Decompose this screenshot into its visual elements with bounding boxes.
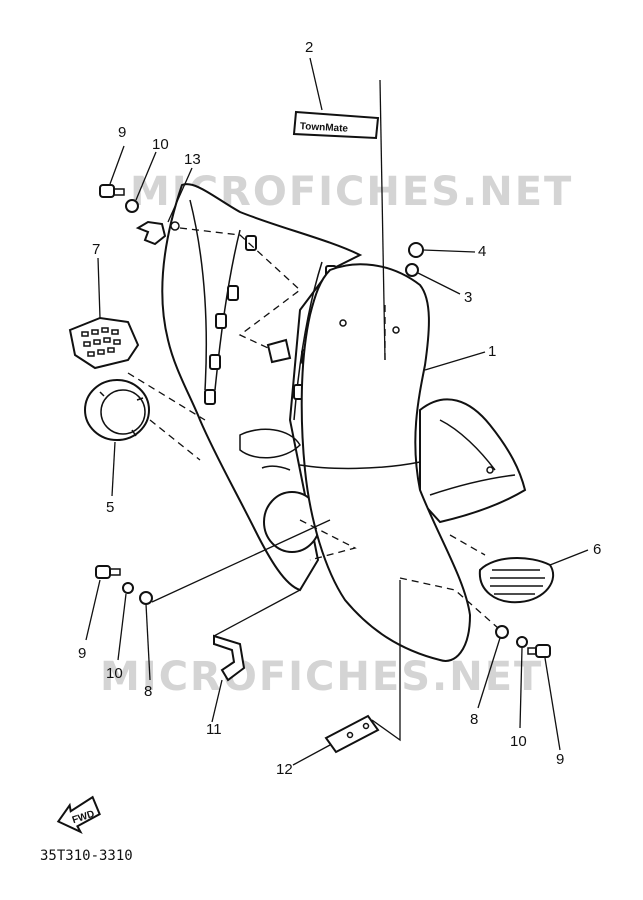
bracket — [213, 634, 246, 682]
emblem: TownMate — [292, 110, 380, 140]
leader-lines — [85, 57, 589, 766]
plug — [408, 242, 424, 258]
grille-ring — [84, 379, 150, 441]
front-cover-shell — [161, 183, 363, 592]
callout-8-left: 8 — [144, 683, 152, 700]
callout-5: 5 — [106, 499, 114, 516]
nut-lower-right — [495, 625, 509, 639]
nut-lower-left — [139, 591, 153, 605]
watermark-bottom: MICROFICHES.NET — [100, 654, 543, 700]
callout-7: 7 — [92, 241, 100, 258]
callout-13: 13 — [184, 151, 201, 168]
callout-9-right: 9 — [556, 751, 564, 768]
grommet — [405, 263, 419, 277]
callout-2: 2 — [305, 39, 313, 56]
washer-lower-right — [516, 636, 528, 648]
callouts: 2 9 10 13 7 4 3 1 5 6 9 10 8 11 12 8 10 … — [78, 39, 601, 778]
fwd-arrow: FWD — [56, 795, 101, 834]
leg-shield-rear — [419, 398, 527, 524]
callout-1: 1 — [488, 343, 496, 360]
callout-6: 6 — [593, 541, 601, 558]
diagram-code: 35T310-3310 — [40, 848, 133, 864]
callout-9-left: 9 — [78, 645, 86, 662]
screw-lower-right — [527, 644, 551, 658]
callout-10-right: 10 — [510, 733, 527, 750]
callout-4: 4 — [478, 243, 486, 260]
screw-lower-left — [95, 565, 121, 579]
callout-11: 11 — [206, 721, 222, 738]
callout-3: 3 — [464, 289, 472, 306]
assembly-solid-lines — [151, 79, 401, 742]
callout-9-top: 9 — [118, 124, 126, 141]
callout-10-left: 10 — [106, 665, 123, 682]
grille-plate — [68, 316, 140, 370]
screw-upper — [99, 184, 125, 198]
washer-upper — [125, 199, 139, 213]
rubber-pad — [478, 557, 555, 604]
washer-lower-left — [122, 582, 134, 594]
front-panel — [300, 263, 472, 662]
clip — [135, 220, 167, 246]
callout-8-right: 8 — [470, 711, 478, 728]
callout-12: 12 — [276, 761, 293, 778]
callout-10-top: 10 — [152, 136, 169, 153]
emblem-text: TownMate — [300, 121, 349, 135]
